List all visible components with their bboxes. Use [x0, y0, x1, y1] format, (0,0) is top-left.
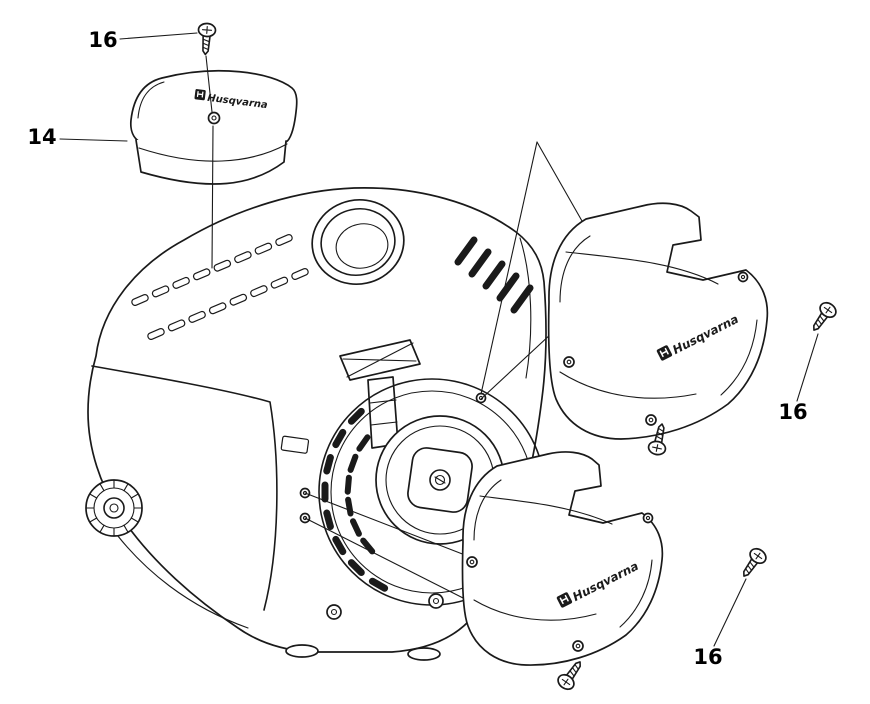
assembly-alignment-lines	[304, 141, 583, 602]
engine-crease-lines	[91, 365, 278, 611]
cylinder-cover-upper: Husqvarna	[547, 202, 769, 440]
engine-side-detail	[280, 435, 310, 454]
screw-16-bottom-right	[736, 544, 770, 582]
cylinder-intake-opening	[311, 198, 405, 286]
engine-feet	[285, 644, 441, 661]
leader-line	[536, 141, 583, 222]
callout-label-16-right: 16	[778, 400, 807, 424]
leader-line	[713, 578, 747, 647]
engine-right-inner-line	[519, 237, 532, 379]
callout-bottom-screw: 16	[693, 578, 747, 669]
callout-label-14: 14	[27, 125, 56, 149]
intake-vent-slats	[131, 234, 309, 340]
screw-16-right	[806, 298, 840, 336]
callout-right-screw: 16	[778, 333, 819, 424]
screw-16-top	[195, 22, 217, 56]
leader-line	[59, 138, 128, 142]
cylinder-fins	[454, 236, 534, 314]
tank-bottom-line	[105, 519, 249, 629]
engine-assembly	[85, 187, 547, 661]
engine-screw-bosses	[299, 392, 487, 620]
callout-label-16-top: 16	[88, 28, 117, 52]
callout-top-screw: 16	[88, 28, 198, 52]
cylinder-cover-lower: Husqvarna	[461, 451, 664, 666]
leader-line	[480, 332, 553, 400]
screw-axis-line	[205, 55, 214, 269]
leader-line	[796, 333, 819, 402]
callout-air-filter-cover: 14	[27, 125, 128, 149]
leader-line	[480, 141, 538, 395]
cover-screw-hole	[207, 111, 221, 125]
starter-vent-slats-inner	[344, 434, 376, 555]
fuel-cap	[85, 479, 143, 537]
callout-label-16-bottom: 16	[693, 645, 722, 669]
leader-line	[304, 517, 470, 602]
leader-line	[304, 492, 466, 556]
starter-vent-slats-outer	[321, 407, 389, 592]
air-filter-cover: Husqvarna	[129, 69, 298, 185]
leader-line	[119, 32, 198, 40]
